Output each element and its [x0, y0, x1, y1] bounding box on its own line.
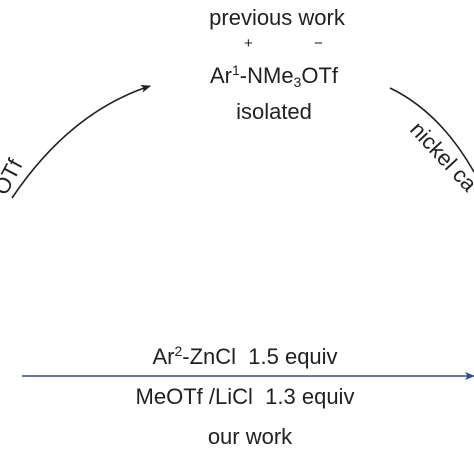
right-curved-arc: [389, 87, 474, 173]
previous-work-heading: previous work: [209, 5, 345, 30]
methylating-reagent: MeOTf /LiCl 1.3 equiv: [135, 384, 355, 409]
anion-charge: −: [314, 35, 323, 52]
ammonium-salt-formula: Ar1-NMe3OTf: [209, 62, 339, 91]
left-curved-arrow: [11, 84, 151, 199]
organozinc-reagent: Ar2-ZnCl 1.5 equiv: [152, 343, 338, 369]
isolated-label: isolated: [236, 99, 312, 124]
our-work-caption: our work: [207, 424, 293, 449]
cation-charge: +: [244, 35, 253, 52]
